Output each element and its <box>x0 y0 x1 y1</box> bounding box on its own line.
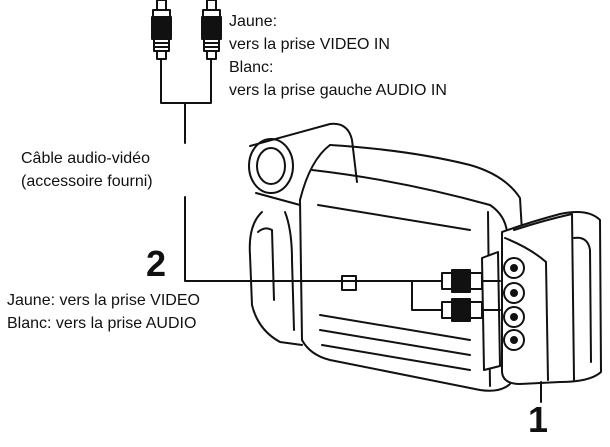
camcorder <box>248 122 602 392</box>
av-cable <box>160 58 413 282</box>
top-plugs-line1: Jaune: <box>229 13 278 30</box>
rca-plug-yellow <box>201 0 222 60</box>
rca-plug-white <box>151 0 172 60</box>
cable-label-line1: Câble audio-vidéo <box>21 150 150 167</box>
camera-plug-yellow <box>441 269 501 293</box>
top-plugs-line3: Blanc: <box>229 59 274 76</box>
top-plugs-line2: vers la prise VIDEO IN <box>229 36 390 53</box>
step-2-number: 2 <box>146 243 167 284</box>
step-1-number: 1 <box>528 399 549 440</box>
top-plugs-line4: vers la prise gauche AUDIO IN <box>229 82 447 99</box>
camera-jacks-line2: Blanc: vers la prise AUDIO <box>7 315 197 332</box>
camera-jacks-line1: Jaune: vers la prise VIDEO <box>7 292 200 309</box>
camera-plug-white <box>441 298 501 322</box>
cable-label-line2: (accessoire fourni) <box>21 173 153 190</box>
cable-split-to-jacks <box>411 280 443 311</box>
